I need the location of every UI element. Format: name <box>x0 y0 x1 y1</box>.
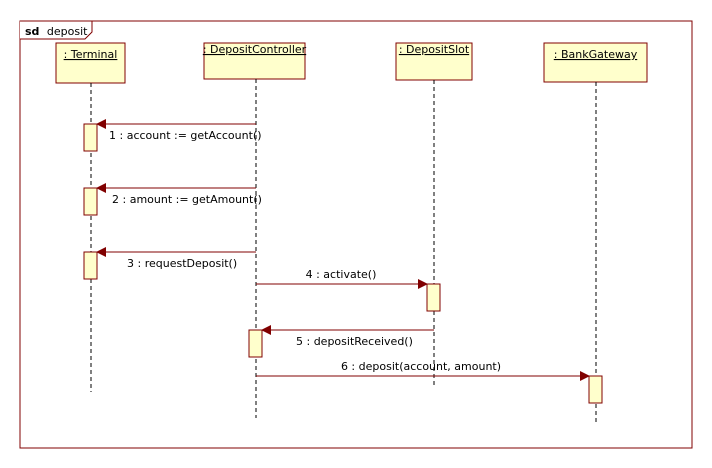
activation-box-terminal-1 <box>83 123 98 152</box>
lifeline-label-gateway: : BankGateway <box>554 48 638 61</box>
message-label-6: 6 : deposit(account, amount) <box>341 360 501 373</box>
message-label-1: 1 : account := getAccount() <box>109 129 262 142</box>
lifeline-slot: : DepositSlot <box>395 42 473 388</box>
frame-name: deposit <box>47 25 88 38</box>
activation-box-terminal-2 <box>83 187 98 216</box>
message-2: 2 : amount := getAmount() <box>96 183 262 206</box>
lifeline-label-slot: : DepositSlot <box>399 43 470 56</box>
lifeline-head-terminal <box>55 42 126 84</box>
message-6: 6 : deposit(account, amount) <box>256 360 590 381</box>
activation-box-terminal-3 <box>83 251 98 280</box>
lifeline-label-terminal: : Terminal <box>64 48 118 61</box>
activation-box-slot <box>426 283 441 312</box>
message-label-2: 2 : amount := getAmount() <box>112 193 262 206</box>
lifeline-gateway: : BankGateway <box>543 42 648 422</box>
message-label-5: 5 : depositReceived() <box>296 335 413 348</box>
frame-tab <box>20 20 93 40</box>
lifeline-head-controller <box>203 42 306 80</box>
lifeline-label-controller: : DepositController <box>203 43 307 56</box>
message-3: 3 : requestDeposit() <box>96 247 256 270</box>
lifeline-terminal: : Terminal <box>55 42 126 392</box>
frame-keyword: sd <box>25 25 39 38</box>
message-label-3: 3 : requestDeposit() <box>127 257 237 270</box>
message-1: 1 : account := getAccount() <box>96 119 262 142</box>
message-label-4: 4 : activate() <box>306 268 377 281</box>
message-4: 4 : activate() <box>256 268 428 289</box>
lifeline-controller: : DepositController <box>203 42 307 418</box>
activation-box-controller <box>248 329 263 358</box>
message-5: 5 : depositReceived() <box>261 325 434 348</box>
diagram-frame: sd deposit <box>19 20 693 449</box>
frame-title: sd deposit <box>25 25 88 38</box>
lifeline-head-gateway <box>543 42 648 83</box>
activation-box-gateway <box>588 375 603 404</box>
